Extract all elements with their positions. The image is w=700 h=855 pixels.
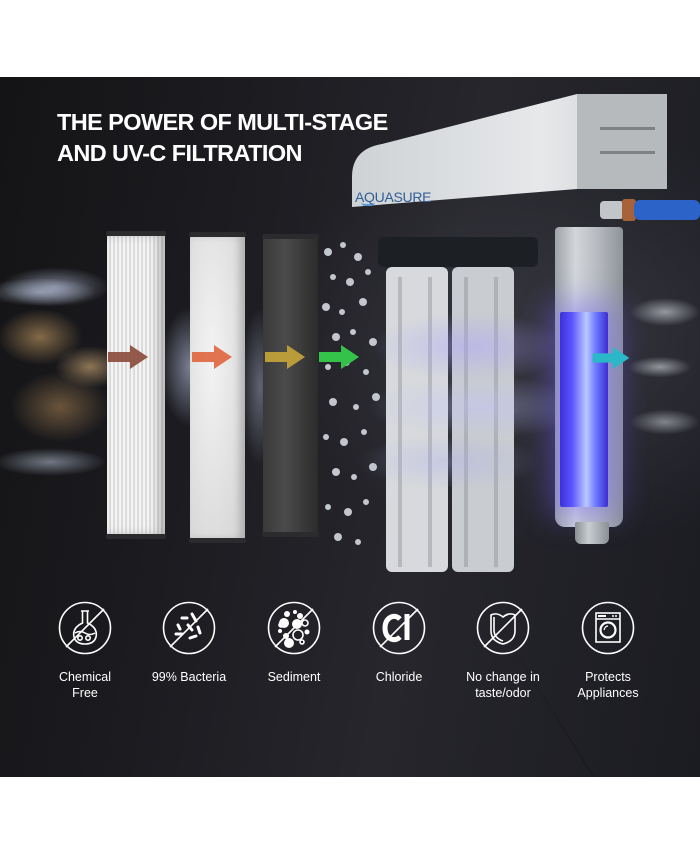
filter-housing [352, 94, 667, 207]
headline: THE POWER OF MULTI-STAGE AND UV-C FILTRA… [57, 107, 388, 169]
flow-arrow-icon [592, 347, 630, 369]
taste-odor-icon [476, 601, 530, 655]
flow-arrow-icon [319, 345, 359, 369]
bacteria-icon [162, 601, 216, 655]
clean-water-splash [625, 282, 700, 452]
flow-arrow-icon [192, 345, 232, 369]
chloride-icon [372, 601, 426, 655]
feature-chloride: Chloride [344, 601, 454, 686]
filter-canisters [378, 237, 538, 572]
feature-sediment: Sediment [239, 601, 349, 686]
sediment-icon [267, 601, 321, 655]
flow-arrow-icon [265, 345, 305, 369]
flow-arrow-icon [108, 345, 148, 369]
water-splash [0, 267, 110, 307]
logo-wave-icon [361, 202, 375, 206]
washing-machine-icon [581, 601, 635, 655]
inlet-pipe [600, 199, 700, 221]
chemical-flask-icon [58, 601, 112, 655]
white-sediment-filter [189, 232, 246, 543]
headline-line-2: AND UV-C FILTRATION [57, 140, 303, 166]
carbon-block-filter [262, 234, 319, 537]
feature-taste-odor: No change in taste/odor [448, 601, 558, 701]
uv-c-lamp-glow [560, 312, 608, 507]
feature-protects-appliances: Protects Appliances [553, 601, 663, 701]
feature-bacteria: 99% Bacteria [134, 601, 244, 686]
pleated-sediment-filter [106, 231, 166, 539]
headline-line-1: THE POWER OF MULTI-STAGE [57, 109, 388, 135]
feature-chemical-free: Chemical Free [30, 601, 140, 701]
product-banner: THE POWER OF MULTI-STAGE AND UV-C FILTRA… [0, 77, 700, 777]
brand-logo: AQUASURE [355, 189, 432, 206]
dirty-water-splash [0, 277, 118, 477]
uv-chamber-cap [575, 522, 609, 544]
